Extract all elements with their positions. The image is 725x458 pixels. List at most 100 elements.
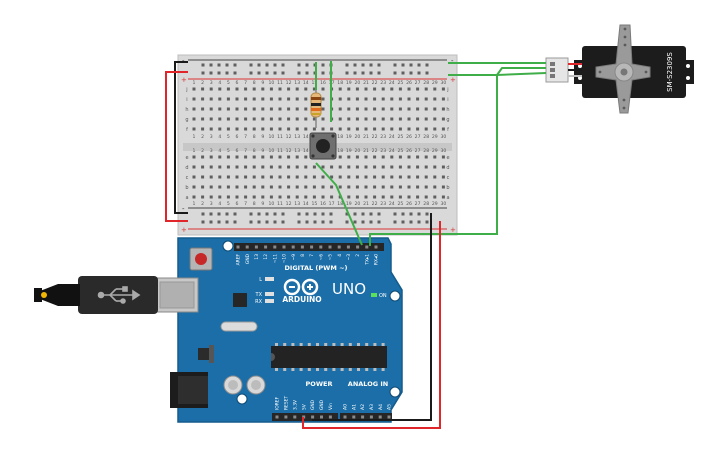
rail-hole[interactable] [233, 71, 237, 75]
breadboard-hole[interactable] [355, 97, 359, 101]
breadboard-hole[interactable] [381, 87, 385, 91]
push-button-cap[interactable] [316, 139, 330, 153]
rail-hole[interactable] [225, 212, 229, 216]
breadboard-hole[interactable] [338, 165, 342, 169]
breadboard-hole[interactable] [398, 107, 402, 111]
servo-connector[interactable] [545, 57, 582, 83]
breadboard-hole[interactable] [373, 155, 377, 159]
breadboard-hole[interactable] [433, 155, 437, 159]
breadboard-hole[interactable] [347, 97, 351, 101]
breadboard-hole[interactable] [390, 97, 394, 101]
breadboard-hole[interactable] [304, 155, 308, 159]
breadboard-hole[interactable] [373, 165, 377, 169]
breadboard-hole[interactable] [441, 155, 445, 159]
digital-pin[interactable] [365, 245, 369, 249]
breadboard-hole[interactable] [235, 127, 239, 131]
breadboard-hole[interactable] [269, 107, 273, 111]
breadboard-hole[interactable] [312, 195, 316, 199]
rail-hole[interactable] [329, 212, 333, 216]
breadboard-hole[interactable] [295, 185, 299, 189]
breadboard-hole[interactable] [244, 107, 248, 111]
breadboard-hole[interactable] [287, 195, 291, 199]
breadboard-hole[interactable] [269, 195, 273, 199]
breadboard-hole[interactable] [218, 165, 222, 169]
breadboard-hole[interactable] [261, 175, 265, 179]
rail-hole[interactable] [257, 71, 261, 75]
breadboard-hole[interactable] [304, 165, 308, 169]
breadboard-hole[interactable] [287, 155, 291, 159]
breadboard-hole[interactable] [244, 195, 248, 199]
breadboard-hole[interactable] [261, 195, 265, 199]
wire-green-servo-signal[interactable] [369, 67, 546, 246]
breadboard-hole[interactable] [441, 195, 445, 199]
rail-hole[interactable] [225, 63, 229, 67]
rail-hole[interactable] [425, 220, 429, 224]
breadboard-hole[interactable] [347, 185, 351, 189]
breadboard-hole[interactable] [355, 165, 359, 169]
breadboard-hole[interactable] [364, 175, 368, 179]
breadboard-hole[interactable] [321, 117, 325, 121]
breadboard-hole[interactable] [304, 195, 308, 199]
breadboard-hole[interactable] [347, 175, 351, 179]
breadboard-hole[interactable] [424, 107, 428, 111]
breadboard-hole[interactable] [398, 185, 402, 189]
rail-hole[interactable] [417, 63, 421, 67]
breadboard-hole[interactable] [252, 127, 256, 131]
rail-hole[interactable] [273, 71, 277, 75]
digital-pin[interactable] [328, 245, 332, 249]
breadboard-hole[interactable] [355, 155, 359, 159]
breadboard-hole[interactable] [338, 87, 342, 91]
rail-hole[interactable] [329, 220, 333, 224]
breadboard-hole[interactable] [338, 155, 342, 159]
breadboard-hole[interactable] [235, 117, 239, 121]
rail-hole[interactable] [377, 212, 381, 216]
breadboard-hole[interactable] [364, 195, 368, 199]
breadboard-hole[interactable] [364, 107, 368, 111]
rail-hole[interactable] [305, 71, 309, 75]
breadboard-hole[interactable] [373, 127, 377, 131]
breadboard-hole[interactable] [407, 165, 411, 169]
breadboard-hole[interactable] [295, 195, 299, 199]
rail-hole[interactable] [265, 220, 269, 224]
breadboard-hole[interactable] [398, 165, 402, 169]
rail-hole[interactable] [297, 220, 301, 224]
breadboard-hole[interactable] [330, 185, 334, 189]
breadboard-hole[interactable] [441, 107, 445, 111]
power-pin[interactable] [328, 415, 332, 419]
breadboard-hole[interactable] [192, 127, 196, 131]
breadboard-hole[interactable] [269, 127, 273, 131]
analog-pin[interactable] [369, 415, 373, 419]
breadboard-hole[interactable] [433, 97, 437, 101]
rail-hole[interactable] [393, 212, 397, 216]
rail-hole[interactable] [353, 63, 357, 67]
rail-hole[interactable] [353, 71, 357, 75]
rail-hole[interactable] [249, 71, 253, 75]
breadboard-hole[interactable] [416, 117, 420, 121]
breadboard-hole[interactable] [355, 117, 359, 121]
rail-hole[interactable] [393, 220, 397, 224]
breadboard-hole[interactable] [373, 117, 377, 121]
breadboard-hole[interactable] [381, 155, 385, 159]
breadboard-hole[interactable] [312, 87, 316, 91]
breadboard-hole[interactable] [433, 87, 437, 91]
rail-hole[interactable] [297, 212, 301, 216]
breadboard-hole[interactable] [218, 155, 222, 159]
breadboard-hole[interactable] [201, 97, 205, 101]
breadboard-hole[interactable] [192, 155, 196, 159]
breadboard-hole[interactable] [390, 127, 394, 131]
rail-hole[interactable] [209, 63, 213, 67]
breadboard-hole[interactable] [287, 107, 291, 111]
breadboard-hole[interactable] [407, 195, 411, 199]
wire-black-rail-bridge[interactable] [174, 61, 188, 214]
breadboard-hole[interactable] [261, 127, 265, 131]
reset-button-cap[interactable] [195, 253, 207, 265]
breadboard-hole[interactable] [278, 117, 282, 121]
rail-hole[interactable] [281, 71, 285, 75]
breadboard-hole[interactable] [235, 107, 239, 111]
breadboard-hole[interactable] [433, 107, 437, 111]
breadboard-hole[interactable] [278, 195, 282, 199]
breadboard-hole[interactable] [287, 117, 291, 121]
rail-hole[interactable] [297, 63, 301, 67]
breadboard-hole[interactable] [201, 117, 205, 121]
rail-hole[interactable] [361, 71, 365, 75]
